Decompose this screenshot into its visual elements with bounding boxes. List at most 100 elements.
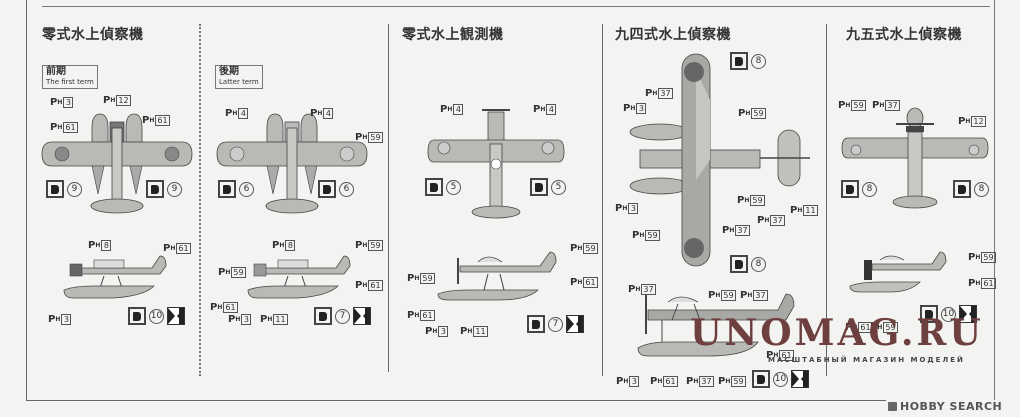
paint-number: 3: [241, 314, 252, 325]
decal-marker: 8: [730, 52, 766, 70]
decal-icon: [730, 52, 748, 70]
paint-prefix: P: [570, 277, 578, 288]
paint-prefix: H: [747, 292, 753, 299]
paint-number: 61: [420, 310, 435, 321]
term-label-latter: 後期 Latter term: [215, 65, 263, 89]
paint-prefix: P: [272, 240, 280, 251]
paint-prefix: P: [425, 326, 433, 337]
paint-number: 37: [770, 215, 785, 226]
paint-prefix: P: [616, 376, 624, 387]
hinomaru-flag-icon: [167, 307, 185, 325]
decal-icon: [314, 307, 332, 325]
paint-prefix: H: [879, 102, 885, 109]
paint-prefix: H: [149, 117, 155, 124]
aircraft-top-view: [629, 53, 810, 267]
aircraft-top-view: [41, 113, 193, 214]
paint-number: 37: [699, 376, 714, 387]
paint-prefix: P: [570, 243, 578, 254]
paint-number: 37: [885, 100, 900, 111]
term-jp: 後期: [219, 66, 239, 77]
paint-prefix: P: [738, 108, 746, 119]
paint-prefix: H: [975, 280, 981, 287]
paint-prefix: H: [975, 254, 981, 261]
paint-prefix: H: [745, 110, 751, 117]
aircraft-side-view: [437, 251, 557, 301]
paint-prefix: H: [95, 242, 101, 249]
paint-number: 3: [636, 103, 647, 114]
section-title: 九五式水上偵察機: [846, 27, 962, 43]
paint-prefix: P: [722, 225, 730, 236]
paint-prefix: H: [317, 110, 323, 117]
hinomaru-flag-icon: [353, 307, 371, 325]
decal-marker: 8: [730, 255, 766, 273]
paint-prefix: P: [407, 273, 415, 284]
paint-number: 59: [231, 267, 246, 278]
paint-prefix: H: [57, 99, 63, 106]
decal-number: 6: [339, 181, 354, 197]
paint-number: 37: [641, 284, 656, 295]
paint-prefix: P: [632, 230, 640, 241]
paint-prefix: P: [355, 132, 363, 143]
paint-prefix: P: [757, 215, 765, 226]
paint-prefix: P: [968, 252, 976, 263]
decal-marker: 6: [318, 180, 354, 198]
decal-number: 10: [773, 371, 788, 387]
section-divider: [826, 24, 827, 376]
paint-number: 59: [883, 322, 898, 333]
paint-prefix: H: [693, 378, 699, 385]
paint-prefix: P: [88, 240, 96, 251]
decal-marker: 5: [425, 178, 461, 196]
decal-number: 8: [751, 53, 766, 69]
paint-prefix: P: [686, 376, 694, 387]
paint-number: 61: [155, 115, 170, 126]
paint-number: 61: [583, 277, 598, 288]
paint-prefix: H: [764, 217, 770, 224]
decal-number: 7: [335, 308, 350, 324]
paint-prefix: H: [623, 378, 629, 385]
decal-number: 8: [751, 256, 766, 272]
paint-number: 59: [420, 273, 435, 284]
paint-number: 4: [453, 104, 464, 115]
term-jp: 前期: [46, 66, 66, 77]
decal-marker: 10: [752, 370, 809, 388]
hobby-search-logo-icon: [888, 402, 897, 411]
paint-number: 37: [753, 290, 768, 301]
paint-number: 59: [851, 100, 866, 111]
term-label-first: 前期 The first term: [42, 65, 98, 89]
credit: HOBBY SEARCH: [886, 400, 1005, 413]
paint-prefix: H: [279, 242, 285, 249]
decal-number: 10: [149, 308, 164, 324]
paint-prefix: H: [217, 304, 223, 311]
paint-prefix: H: [57, 124, 63, 131]
paint-number: 59: [583, 243, 598, 254]
paint-prefix: H: [577, 245, 583, 252]
paint-number: 8: [285, 240, 296, 251]
paint-number: 37: [658, 88, 673, 99]
paint-number: 59: [368, 240, 383, 251]
decal-icon: [527, 315, 545, 333]
section-divider: [602, 24, 603, 376]
decal-marker: 8: [953, 180, 989, 198]
section-title: 零式水上偵察機: [42, 27, 144, 43]
decal-marker: 8: [841, 180, 877, 198]
paint-prefix: H: [639, 232, 645, 239]
decal-number: 8: [862, 181, 877, 197]
paint-number: 59: [645, 230, 660, 241]
paint-prefix: P: [460, 326, 468, 337]
paint-prefix: H: [965, 118, 971, 125]
paint-number: 4: [323, 108, 334, 119]
decal-marker: 10: [128, 307, 185, 325]
